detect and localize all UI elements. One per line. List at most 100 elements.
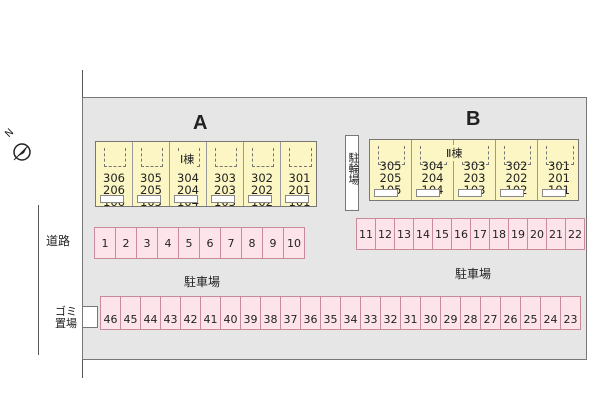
building-a-title: Ⅰ棟 bbox=[178, 151, 197, 167]
parking-space: 1 bbox=[94, 227, 116, 259]
parking-space: 7 bbox=[220, 227, 242, 259]
room-number: 202 bbox=[505, 171, 528, 185]
parking-space: 38 bbox=[260, 296, 281, 330]
parking-space: 14 bbox=[413, 218, 433, 250]
building-a-unit: 302 202 102 bbox=[244, 142, 281, 208]
room-number: 304 bbox=[177, 171, 199, 185]
compass: N bbox=[3, 127, 36, 166]
room-number: 203 bbox=[214, 183, 236, 197]
parking-space: 26 bbox=[500, 296, 521, 330]
room-number: 305 bbox=[379, 159, 402, 173]
trash-label-line1: ゴミ bbox=[55, 305, 77, 318]
parking-space: 10 bbox=[283, 227, 305, 259]
room-number: 202 bbox=[251, 183, 273, 197]
parking-label-left: 駐車場 bbox=[184, 275, 221, 289]
parking-space: 33 bbox=[360, 296, 381, 330]
building-b-unit: 303 203 103 bbox=[454, 140, 496, 200]
parking-space: 3 bbox=[136, 227, 158, 259]
parking-row-top-left: 1 2 3 4 5 6 7 8 9 10 bbox=[94, 227, 305, 259]
building-b-unit: 301 201 101 bbox=[538, 140, 580, 200]
parking-space: 27 bbox=[480, 296, 501, 330]
room-number: 205 bbox=[379, 171, 402, 185]
room-number: 306 bbox=[103, 171, 125, 185]
parking-space: 32 bbox=[380, 296, 401, 330]
parking-space: 19 bbox=[508, 218, 528, 250]
parking-space: 6 bbox=[199, 227, 221, 259]
room-number: 206 bbox=[103, 183, 125, 197]
parking-space: 12 bbox=[375, 218, 395, 250]
parking-space: 23 bbox=[560, 296, 581, 330]
room-number: 302 bbox=[251, 171, 273, 185]
building-a-unit: 306 206 106 bbox=[96, 142, 133, 208]
parking-space: 34 bbox=[340, 296, 361, 330]
room-number: 303 bbox=[463, 159, 486, 173]
building-a-unit: 303 203 103 bbox=[207, 142, 244, 208]
parking-space: 11 bbox=[356, 218, 376, 250]
parking-label-right: 駐車場 bbox=[455, 267, 492, 281]
parking-space: 45 bbox=[120, 296, 141, 330]
room-number: 302 bbox=[505, 159, 528, 173]
parking-space: 5 bbox=[178, 227, 200, 259]
room-number: 305 bbox=[140, 171, 162, 185]
room-number: 205 bbox=[140, 183, 162, 197]
bike-parking: 駐輪場 bbox=[345, 135, 360, 211]
room-number: 204 bbox=[177, 183, 199, 197]
building-a-letter: A bbox=[193, 112, 208, 134]
parking-row-top-right: 11 12 13 14 15 16 17 18 19 20 21 22 bbox=[356, 218, 585, 250]
parking-space: 43 bbox=[160, 296, 181, 330]
parking-space: 18 bbox=[489, 218, 509, 250]
room-number: 301 bbox=[548, 159, 570, 173]
parking-space: 46 bbox=[100, 296, 121, 330]
building-a: 306 206 106 305 205 105 304 204 104 303 … bbox=[95, 141, 318, 208]
parking-space: 30 bbox=[420, 296, 441, 330]
parking-space: 20 bbox=[527, 218, 547, 250]
road-edge-line-lower bbox=[82, 358, 83, 378]
parking-space: 8 bbox=[241, 227, 263, 259]
parking-space: 21 bbox=[546, 218, 566, 250]
parking-space: 31 bbox=[400, 296, 421, 330]
parking-space: 4 bbox=[157, 227, 179, 259]
parking-space: 25 bbox=[520, 296, 541, 330]
trash-label-line2: 置場 bbox=[55, 317, 77, 330]
trash-label: ゴミ 置場 bbox=[55, 306, 77, 330]
building-b-title: Ⅱ棟 bbox=[444, 145, 465, 161]
building-b-unit: 304 204 104 bbox=[412, 140, 454, 200]
parking-space: 22 bbox=[565, 218, 585, 250]
parking-space: 17 bbox=[470, 218, 490, 250]
room-number: 303 bbox=[214, 171, 236, 185]
north-arrow-icon bbox=[13, 143, 31, 161]
road-label: 道路 bbox=[46, 234, 71, 248]
parking-space: 16 bbox=[451, 218, 471, 250]
building-b-unit: 305 205 105 bbox=[370, 140, 412, 200]
room-number: 201 bbox=[548, 171, 570, 185]
parking-space: 41 bbox=[200, 296, 221, 330]
parking-space: 13 bbox=[394, 218, 414, 250]
parking-space: 36 bbox=[300, 296, 321, 330]
parking-space: 39 bbox=[240, 296, 261, 330]
room-number: 204 bbox=[421, 171, 444, 185]
parking-space: 9 bbox=[262, 227, 284, 259]
road-edge-line-left bbox=[38, 205, 39, 355]
room-number: 203 bbox=[463, 171, 486, 185]
building-a-unit: 305 205 105 bbox=[133, 142, 170, 208]
bike-parking-label: 駐輪場 bbox=[347, 152, 360, 185]
parking-space: 29 bbox=[440, 296, 461, 330]
room-number: 304 bbox=[421, 159, 444, 173]
parking-space: 42 bbox=[180, 296, 201, 330]
building-a-unit: 301 201 101 bbox=[281, 142, 318, 208]
parking-space: 28 bbox=[460, 296, 481, 330]
parking-space: 37 bbox=[280, 296, 301, 330]
building-b-letter: B bbox=[466, 108, 481, 130]
road-edge-line bbox=[82, 70, 83, 100]
room-number: 201 bbox=[288, 183, 311, 197]
parking-space: 15 bbox=[432, 218, 452, 250]
building-a-unit: 304 204 104 bbox=[170, 142, 207, 208]
parking-space: 24 bbox=[540, 296, 561, 330]
parking-space: 44 bbox=[140, 296, 161, 330]
building-b-unit: 302 202 102 bbox=[496, 140, 538, 200]
room-number: 301 bbox=[288, 171, 311, 185]
parking-space: 40 bbox=[220, 296, 241, 330]
parking-space: 35 bbox=[320, 296, 341, 330]
building-b: 305 205 105 304 204 104 303 203 103 302 … bbox=[369, 139, 579, 201]
trash-area bbox=[82, 306, 98, 328]
